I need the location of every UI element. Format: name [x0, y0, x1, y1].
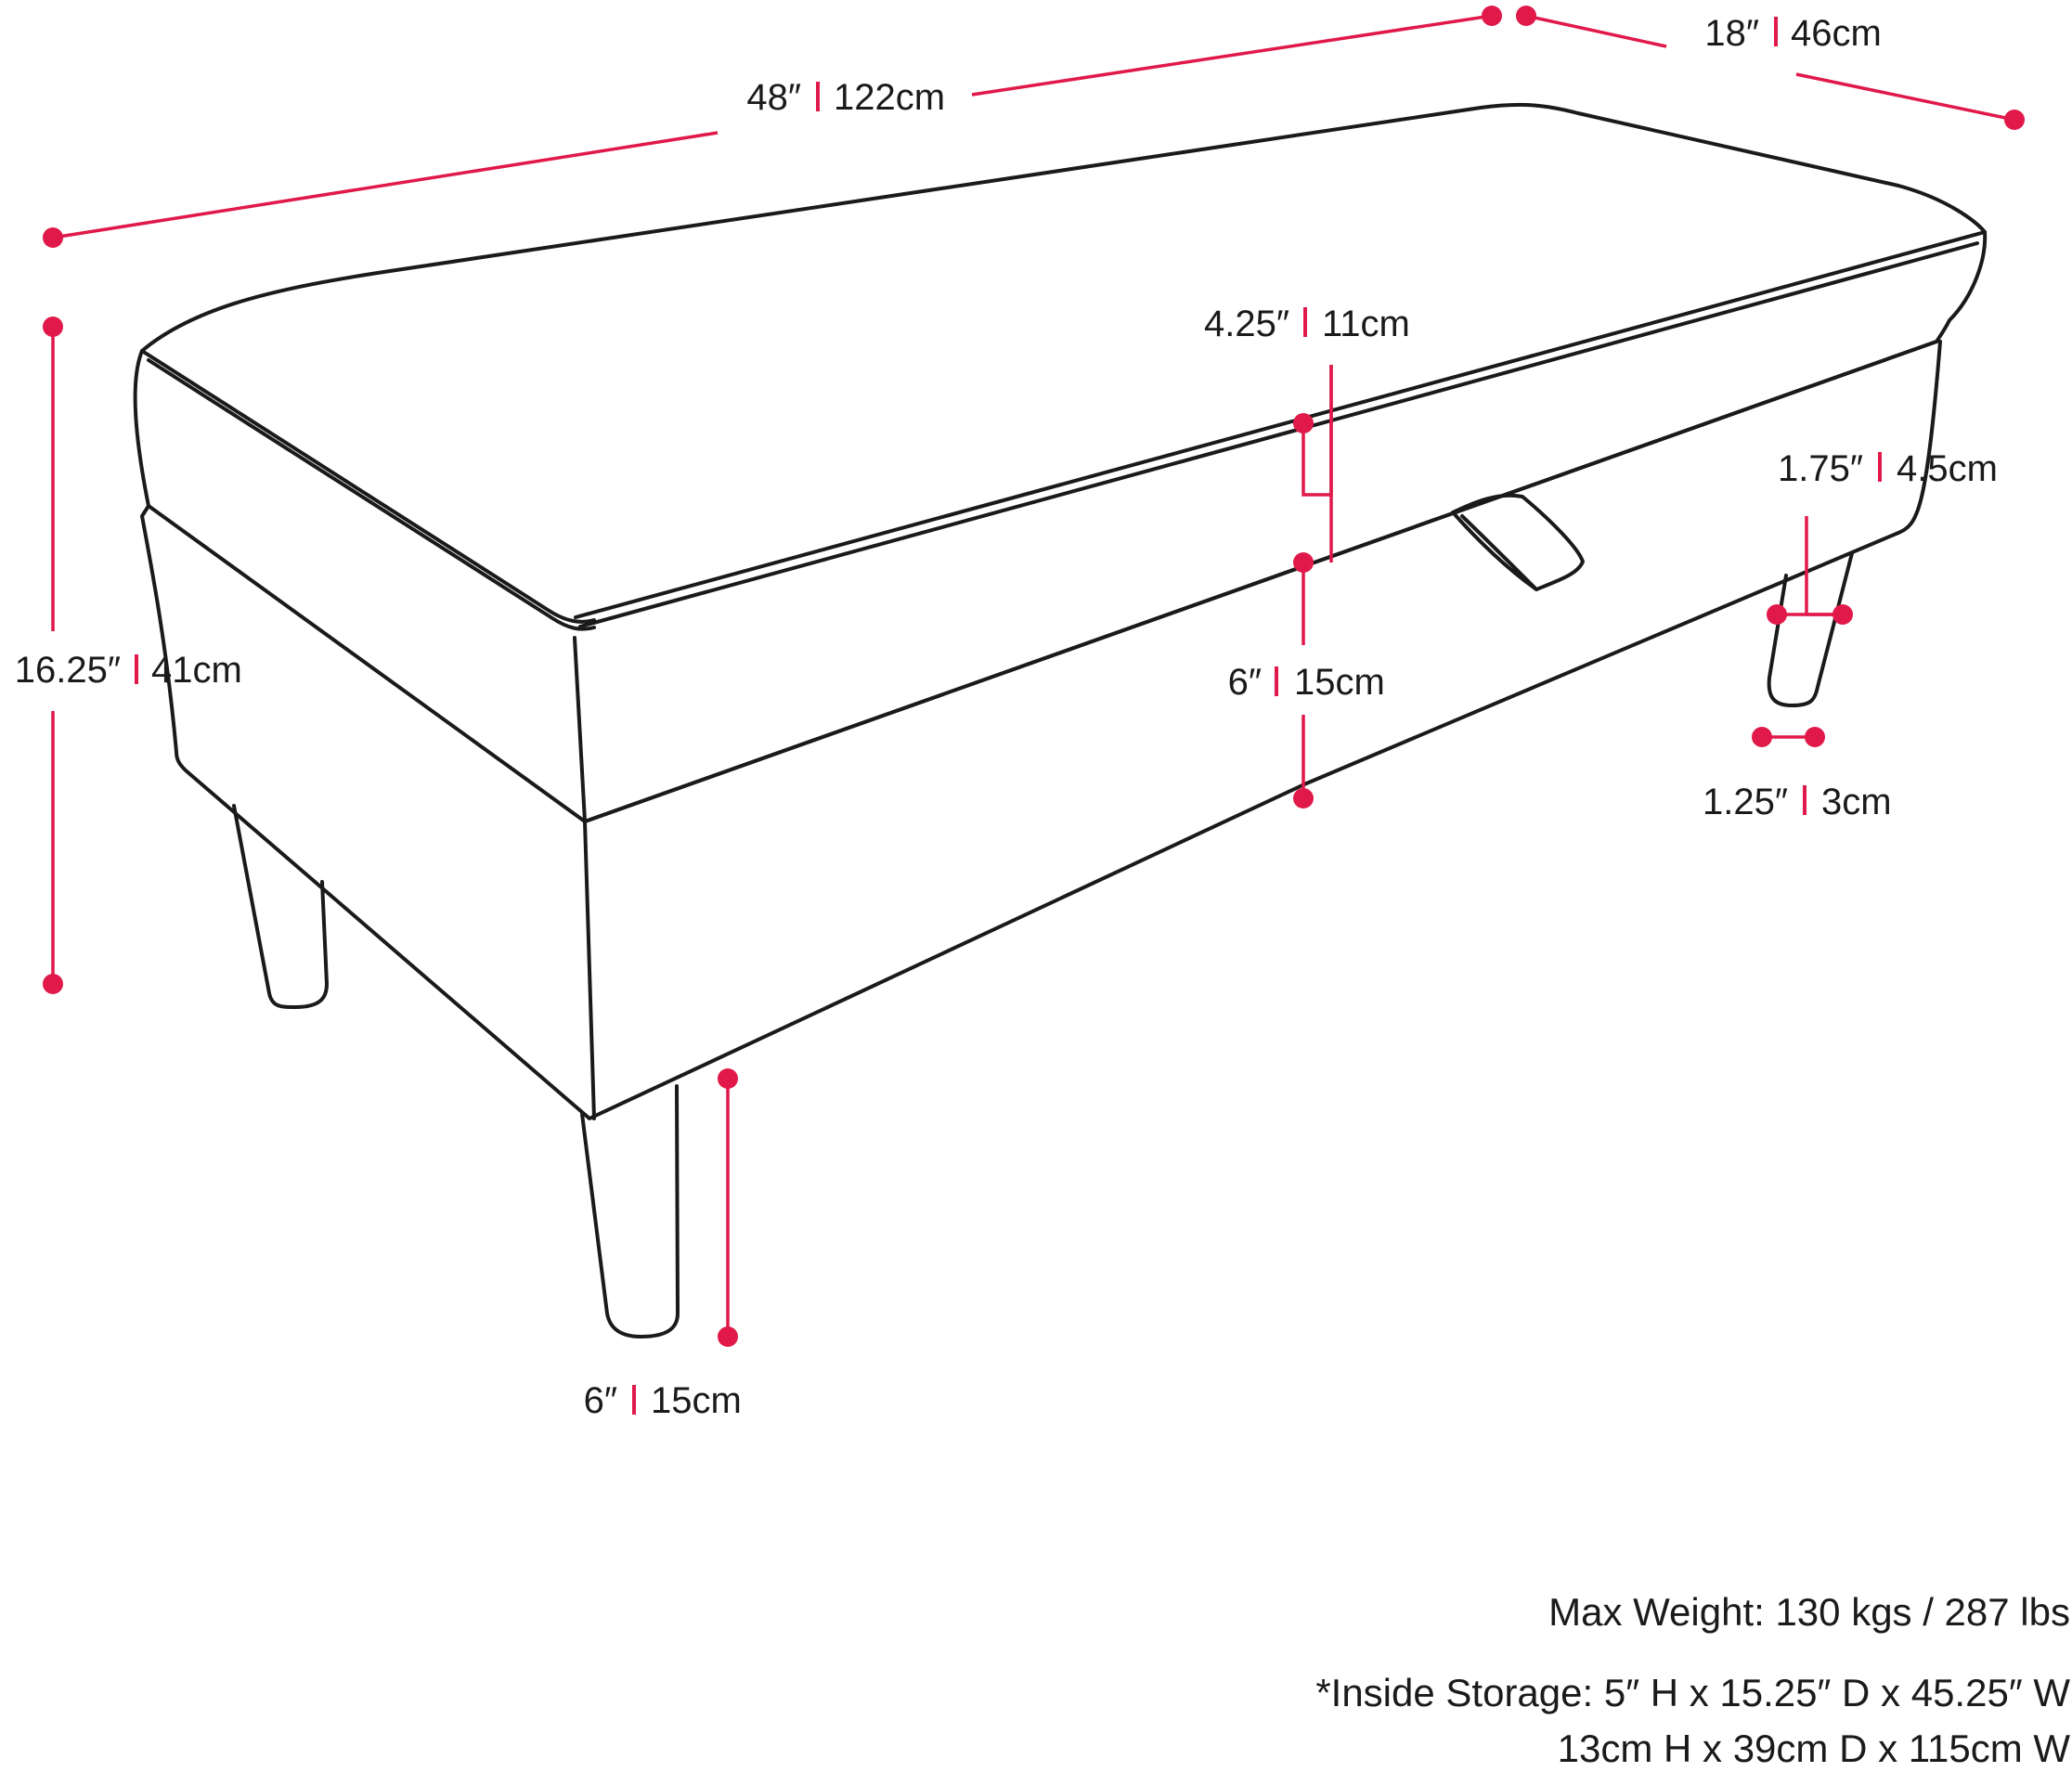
storage-bench-drawing — [133, 102, 1988, 1339]
lid-front-corner — [573, 636, 587, 823]
leg-height-dot-bottom — [718, 1326, 738, 1347]
depth-separator — [1774, 17, 1778, 46]
depth-in: 18″ — [1704, 13, 1759, 54]
depth-dot-end — [2004, 110, 2025, 130]
lid-cm: 11cm — [1322, 304, 1410, 344]
cushion-piping-left — [140, 349, 596, 631]
leg-width-label: 1.25″ 3cm — [1703, 782, 1892, 822]
width-cm: 122cm — [834, 77, 945, 118]
dimension-labels: 48″ 122cm 18″ 46cm 16.25″ 41cm 4.25″ 11c… — [15, 13, 1998, 1421]
leg-width-in: 1.25″ — [1703, 782, 1788, 822]
leg-width-dot-right — [1805, 727, 1825, 747]
leg-height-cm: 15cm — [651, 1380, 742, 1421]
base-front-corner — [583, 820, 596, 1120]
lid-bracket — [1301, 365, 1333, 497]
base-cm: 15cm — [1294, 662, 1385, 703]
width-label: 48″ 122cm — [746, 77, 945, 118]
leg-depth-cm: 4.5cm — [1897, 448, 1998, 489]
max-weight-note: Max Weight: 130 kgs / 287 lbs — [1548, 1590, 2070, 1634]
depth-dot-start — [1516, 6, 1536, 26]
dimension-lines — [43, 6, 2025, 1347]
height-dot-end — [43, 974, 63, 994]
width-in: 48″ — [746, 77, 801, 118]
leg-depth-separator — [1878, 452, 1882, 482]
lid-seam — [147, 340, 1938, 823]
width-line-right — [971, 14, 1493, 97]
leg-width-dot-left — [1752, 727, 1772, 747]
cushion-top — [140, 102, 1987, 353]
lid-handle — [1451, 493, 1585, 591]
leg-height-label: 6″ 15cm — [584, 1380, 742, 1421]
base-box — [140, 340, 1942, 1120]
width-line-left — [52, 131, 719, 239]
leg-height-dot-top — [718, 1068, 738, 1089]
leg-width-separator — [1803, 785, 1807, 815]
height-label: 16.25″ 41cm — [15, 650, 242, 691]
base-separator — [1275, 666, 1278, 696]
base-top-edge — [583, 340, 1938, 823]
inside-storage-imperial: *Inside Storage: 5″ H x 15.25″ D x 45.25… — [1315, 1671, 2070, 1714]
height-in: 16.25″ — [15, 650, 121, 691]
leg-depth-dot-left — [1767, 604, 1787, 625]
cushion-side-right — [1935, 230, 1988, 343]
height-cm: 41cm — [151, 650, 242, 691]
leg-depth-dot-right — [1832, 604, 1853, 625]
lid-in: 4.25″ — [1204, 304, 1289, 344]
lid-label: 4.25″ 11cm — [1204, 304, 1410, 344]
cushion-piping-front — [574, 230, 1987, 628]
lid-dot-top — [1293, 413, 1314, 433]
depth-line-top — [1525, 14, 1667, 48]
leg-back-left — [232, 804, 329, 1009]
depth-cm: 46cm — [1791, 13, 1882, 54]
base-dot-bottom — [1293, 788, 1314, 808]
height-dot-start — [43, 317, 63, 337]
leg-back-right — [1767, 551, 1854, 707]
leg-height-separator — [632, 1385, 636, 1415]
depth-line-bottom — [1795, 72, 2015, 122]
lid-separator — [1303, 307, 1307, 337]
height-separator — [135, 654, 138, 684]
leg-depth-in: 1.75″ — [1778, 448, 1863, 489]
width-dot-start — [43, 227, 63, 248]
leg-front-left — [580, 1084, 680, 1339]
depth-label: 18″ 46cm — [1704, 13, 1881, 54]
leg-depth-label: 1.75″ 4.5cm — [1778, 448, 1998, 489]
base-in: 6″ — [1228, 662, 1262, 703]
base-label: 6″ 15cm — [1228, 662, 1385, 703]
leg-width-cm: 3cm — [1821, 782, 1892, 822]
width-separator — [816, 82, 820, 111]
inside-storage-metric: 13cm H x 39cm D x 115cm W — [1557, 1727, 2070, 1770]
leg-height-in: 6″ — [584, 1380, 617, 1421]
cushion-side-left — [133, 349, 150, 508]
width-dot-end — [1482, 6, 1502, 26]
